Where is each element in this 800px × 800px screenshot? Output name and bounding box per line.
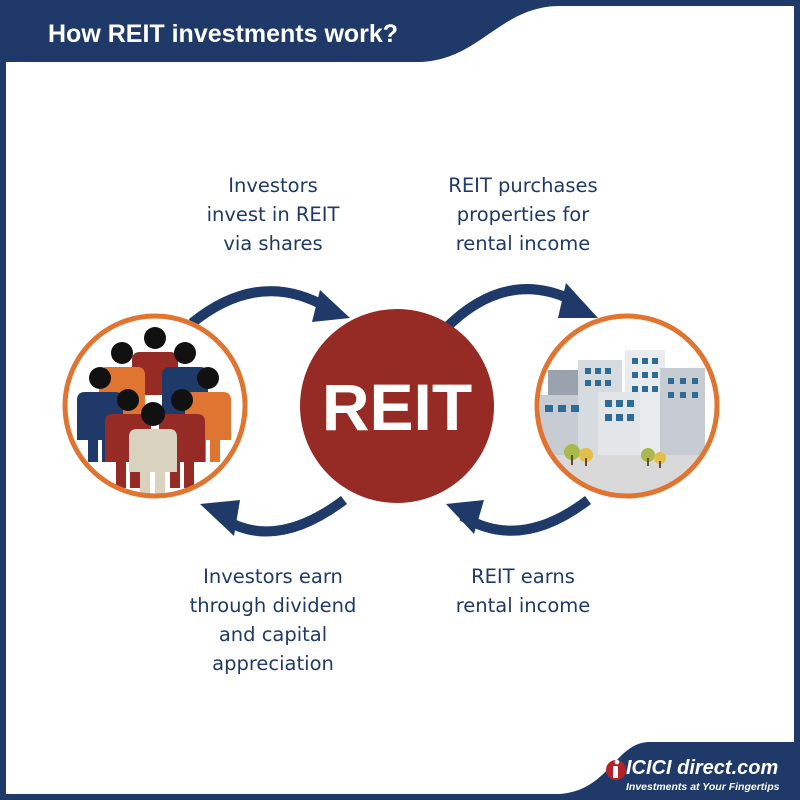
caption-line: Investors bbox=[228, 174, 318, 197]
arrow-reit-to-investors bbox=[219, 496, 348, 537]
brand-logo-text: ICICI direct.com bbox=[626, 757, 779, 779]
caption-line: rental income bbox=[455, 232, 591, 255]
caption-line: invest in REIT bbox=[206, 203, 340, 226]
arrow-investors-to-reit bbox=[188, 286, 331, 327]
header-band bbox=[0, 0, 800, 62]
properties-circle-ring bbox=[534, 313, 720, 499]
caption-line: REIT purchases bbox=[448, 174, 598, 197]
page-title: How REIT investments work? bbox=[48, 20, 399, 48]
brand-tagline: Investments at Your Fingertips bbox=[626, 781, 780, 793]
step-purchase-caption: REIT purchases properties for rental inc… bbox=[410, 171, 636, 258]
step-dividend-caption: Investors earn through dividend and capi… bbox=[160, 562, 386, 678]
footer-band bbox=[0, 742, 800, 800]
reit-label: REIT bbox=[321, 370, 473, 444]
left-border bbox=[0, 0, 6, 800]
arrowhead-investors-to-reit bbox=[312, 290, 350, 322]
investors-circle-ring bbox=[62, 313, 248, 499]
brand-logo-mark-dot bbox=[614, 759, 620, 765]
reit-circle bbox=[300, 309, 494, 503]
brand-logo-mark-stem bbox=[613, 766, 618, 778]
caption-line: REIT earns bbox=[471, 565, 575, 588]
caption-line: Investors earn bbox=[203, 565, 343, 588]
step-rental-caption: REIT earns rental income bbox=[410, 562, 636, 620]
caption-line: through dividend bbox=[189, 594, 357, 617]
caption-line: properties for bbox=[456, 203, 590, 226]
right-border bbox=[794, 0, 800, 800]
caption-line: appreciation bbox=[212, 652, 334, 675]
arrowhead-reit-to-investors bbox=[200, 500, 240, 536]
investors-icon bbox=[77, 327, 231, 496]
arrow-reit-to-properties bbox=[440, 284, 575, 334]
caption-line: rental income bbox=[455, 594, 591, 617]
caption-line: and capital bbox=[218, 623, 328, 646]
arrowhead-properties-to-reit bbox=[446, 500, 484, 534]
step-invest-caption: Investors invest in REIT via shares bbox=[160, 171, 386, 258]
arrowhead-reit-to-properties bbox=[558, 283, 598, 318]
caption-line: via shares bbox=[223, 232, 323, 255]
